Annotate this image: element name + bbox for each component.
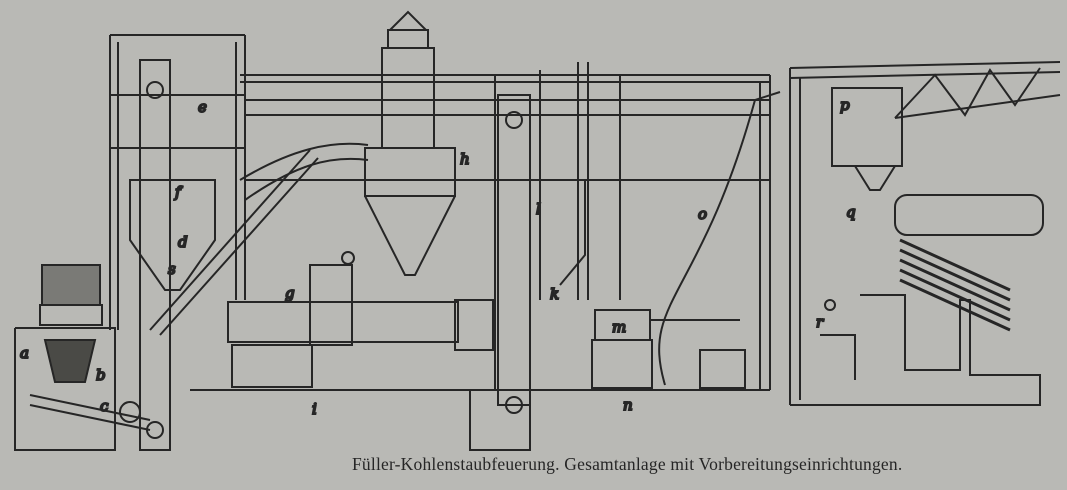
label-g: g: [285, 284, 295, 302]
label-c: c: [100, 397, 109, 415]
cyclone-separator: [239, 10, 456, 276]
label-s: s: [168, 260, 176, 278]
label-b: b: [96, 366, 106, 384]
label-e: e: [198, 98, 207, 116]
coal-hopper: [14, 264, 151, 451]
label-d: d: [178, 233, 188, 251]
bucket-elevator: [469, 94, 586, 451]
label-p: p: [840, 96, 850, 114]
label-n: n: [623, 396, 633, 414]
label-l: l: [536, 200, 541, 218]
label-h: h: [460, 150, 470, 168]
figure-caption: Füller-Kohlenstaubfeuerung. Gesamtanlage…: [352, 454, 903, 474]
label-m: m: [612, 318, 626, 336]
label-a: a: [20, 344, 29, 362]
main-building-frame: [240, 62, 771, 390]
label-i: i: [312, 400, 317, 418]
label-o: o: [698, 205, 707, 223]
mill-drum: [227, 251, 494, 388]
pulverizer: [591, 91, 781, 389]
label-q: q: [846, 203, 856, 221]
label-f: f: [174, 183, 183, 201]
label-k: k: [550, 285, 559, 303]
label-r: r: [816, 313, 824, 331]
boiler-house: [789, 61, 1061, 406]
